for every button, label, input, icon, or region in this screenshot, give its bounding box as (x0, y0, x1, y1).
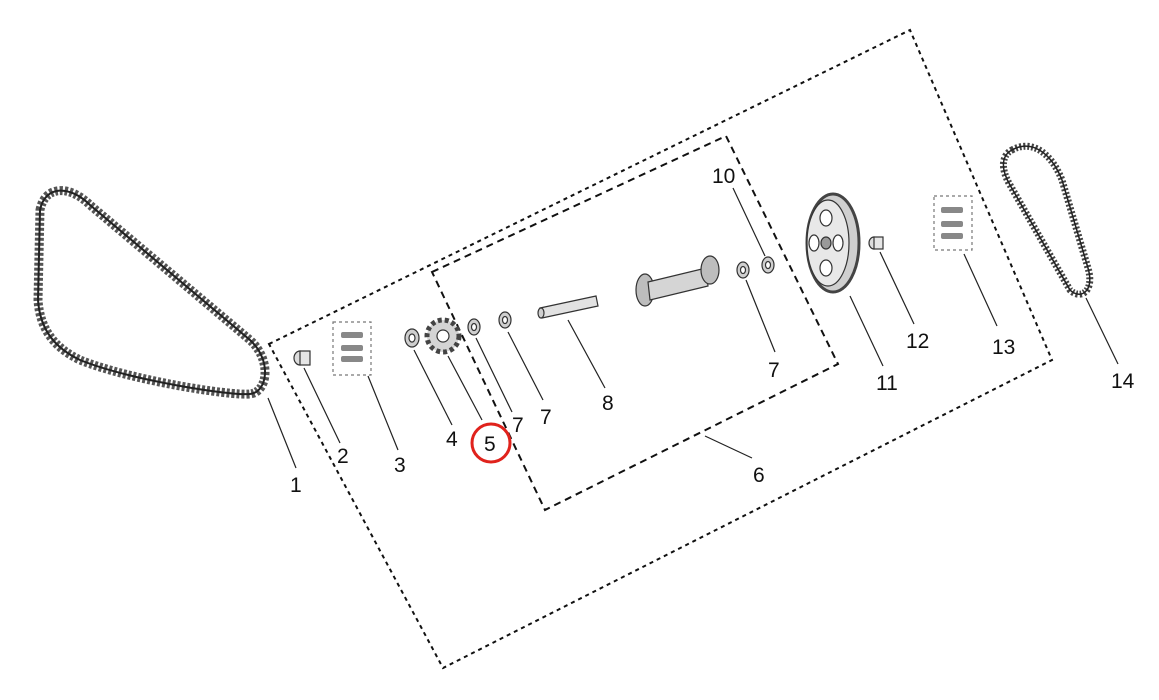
drive-chain (33, 186, 270, 399)
callout-2: 2 (337, 445, 349, 468)
wheel-hub (635, 255, 720, 307)
sprocket (424, 317, 462, 355)
callout-7: 7 (540, 406, 552, 429)
callout-10: 10 (712, 165, 735, 188)
callout-8: 8 (602, 392, 614, 415)
bearing (467, 318, 481, 336)
highlight-circle (470, 422, 512, 464)
bearing (761, 256, 775, 274)
bearing (498, 311, 512, 329)
callout-7: 7 (512, 414, 524, 437)
spacer-bushing (868, 236, 884, 250)
bearing (736, 261, 750, 279)
outer-assembly-boundary (267, 28, 1054, 670)
axle-shaft (537, 295, 599, 319)
bearing (404, 328, 420, 348)
callout-5: 5 (484, 433, 496, 456)
callout-4: 4 (446, 428, 458, 451)
callout-12: 12 (906, 330, 929, 353)
callout-6: 6 (753, 464, 765, 487)
callout-14: 14 (1111, 370, 1135, 393)
spacer-bushing (293, 350, 311, 366)
callout-13: 13 (992, 336, 1015, 359)
rear-pulley (805, 192, 861, 294)
bolt-set-box (933, 195, 973, 251)
leader-lines (267, 187, 1119, 469)
callout-1: 1 (290, 474, 302, 497)
drive-belt (1000, 142, 1094, 298)
callout-7: 7 (768, 359, 780, 382)
callout-3: 3 (394, 454, 406, 477)
hub-subassembly-boundary (430, 134, 840, 512)
callout-11: 11 (876, 372, 898, 395)
bolt-set-box (332, 321, 372, 376)
